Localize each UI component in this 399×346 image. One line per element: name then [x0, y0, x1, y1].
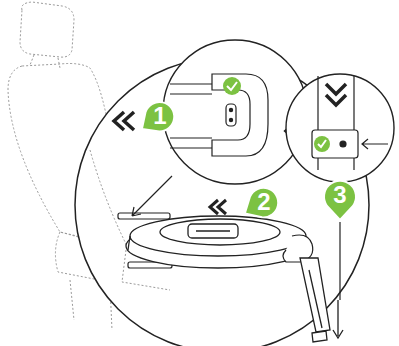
- push-chevrons: [210, 200, 226, 214]
- indicator-arrow: [362, 139, 388, 149]
- push-chevrons: [326, 84, 346, 105]
- leg-collar: [312, 130, 358, 158]
- pin-body: [134, 96, 180, 141]
- callout-number: 1: [153, 104, 166, 128]
- detail-circle: [286, 74, 394, 182]
- base-platform: [160, 219, 280, 245]
- callout-pin: 3: [318, 176, 362, 224]
- base-groove: [196, 230, 230, 231]
- isofix-connector: [170, 74, 268, 156]
- support-leg: [300, 258, 343, 342]
- check-mark: [227, 82, 237, 90]
- leg-body: [300, 258, 330, 332]
- detail-circle: [163, 40, 307, 184]
- leg-line: [309, 270, 322, 328]
- car-seat-base: [126, 216, 310, 268]
- callout-pin: 1: [138, 98, 182, 142]
- pin-body: [238, 183, 284, 226]
- headrest: [20, 2, 74, 57]
- push-chevrons: [114, 112, 134, 130]
- pointer-line: [339, 222, 340, 300]
- connector-rail: [170, 84, 212, 148]
- down-arrow: [333, 300, 343, 338]
- indicator-dot: [340, 141, 346, 147]
- check-circle: [314, 136, 330, 152]
- base-side: [128, 236, 308, 250]
- check-mark: [318, 140, 326, 147]
- base-lock: [188, 224, 238, 238]
- callout-number: 2: [257, 190, 270, 214]
- check-circle: [223, 77, 241, 95]
- isofix-bar: [118, 213, 170, 219]
- leg-foot: [312, 331, 327, 342]
- connector-jaw: [212, 74, 268, 156]
- headrest-post: [30, 55, 60, 68]
- check-mark-icon: [314, 136, 330, 152]
- leader-arrow: [132, 176, 172, 216]
- leg-detail: [312, 76, 388, 170]
- base-top: [130, 216, 306, 256]
- check-mark-icon: [223, 77, 241, 95]
- pin-body: [324, 181, 356, 220]
- seat-detail: [90, 150, 170, 290]
- callout-pin: 2: [242, 184, 286, 228]
- indicator-dot: [229, 108, 232, 111]
- indicator-dot: [229, 118, 232, 121]
- connector-indicator: [226, 104, 236, 126]
- callout-number: 3: [333, 183, 346, 207]
